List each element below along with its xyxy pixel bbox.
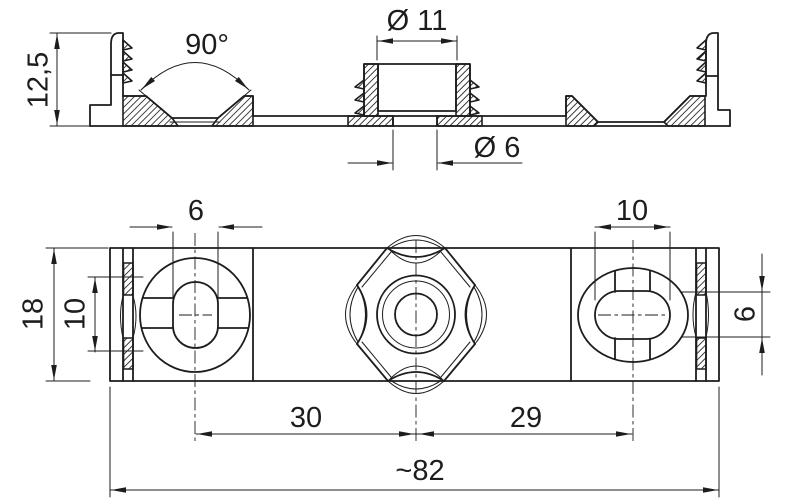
left-end-cap [87,247,144,382]
right-slot-feature [577,240,689,443]
dim-boss-diameter-label: Ø 11 [387,5,448,37]
dim-right-slot-width-label: 10 [616,195,648,227]
left-slot-feature [139,233,251,443]
dim-hole-diameter-label: Ø 6 [474,132,521,164]
dim-overall-width-label: ~82 [395,455,444,487]
dim-plate-height-label: 18 [18,298,50,330]
section-outline [89,32,731,127]
plan-view: 6 10 18 10 6 [18,195,771,498]
dim-left-slot-width-label: 6 [188,195,204,227]
section-view: 12,5 90° Ø 11 Ø 6 [23,5,731,171]
dim-right-slot-height: 6 [730,253,765,376]
dim-overall-width: ~82 [109,386,720,498]
plate-outline [109,247,720,382]
dim-left-center-distance-label: 30 [290,402,322,434]
dim-right-slot-width: 10 [594,195,671,301]
dim-left-slot-length: 10 [60,276,98,353]
dim-right-slot-height-label: 6 [730,306,762,322]
dim-plate-height: 18 [18,247,109,382]
dim-right-center-distance-label: 29 [510,402,542,434]
dim-hole-diameter: Ø 6 [347,129,523,171]
dim-left-slot-width: 6 [129,195,263,304]
dim-left-slot-length-label: 10 [60,298,92,330]
dim-countersink-angle: 90° [138,29,252,97]
dim-height-label: 12,5 [23,52,55,108]
right-end-cap [680,247,771,382]
dim-center-distances: 30 29 [195,402,633,437]
dim-angle-label: 90° [185,29,229,61]
center-knob [345,235,487,443]
dim-boss-diameter: Ø 11 [376,5,458,61]
dim-height: 12,5 [23,32,112,127]
